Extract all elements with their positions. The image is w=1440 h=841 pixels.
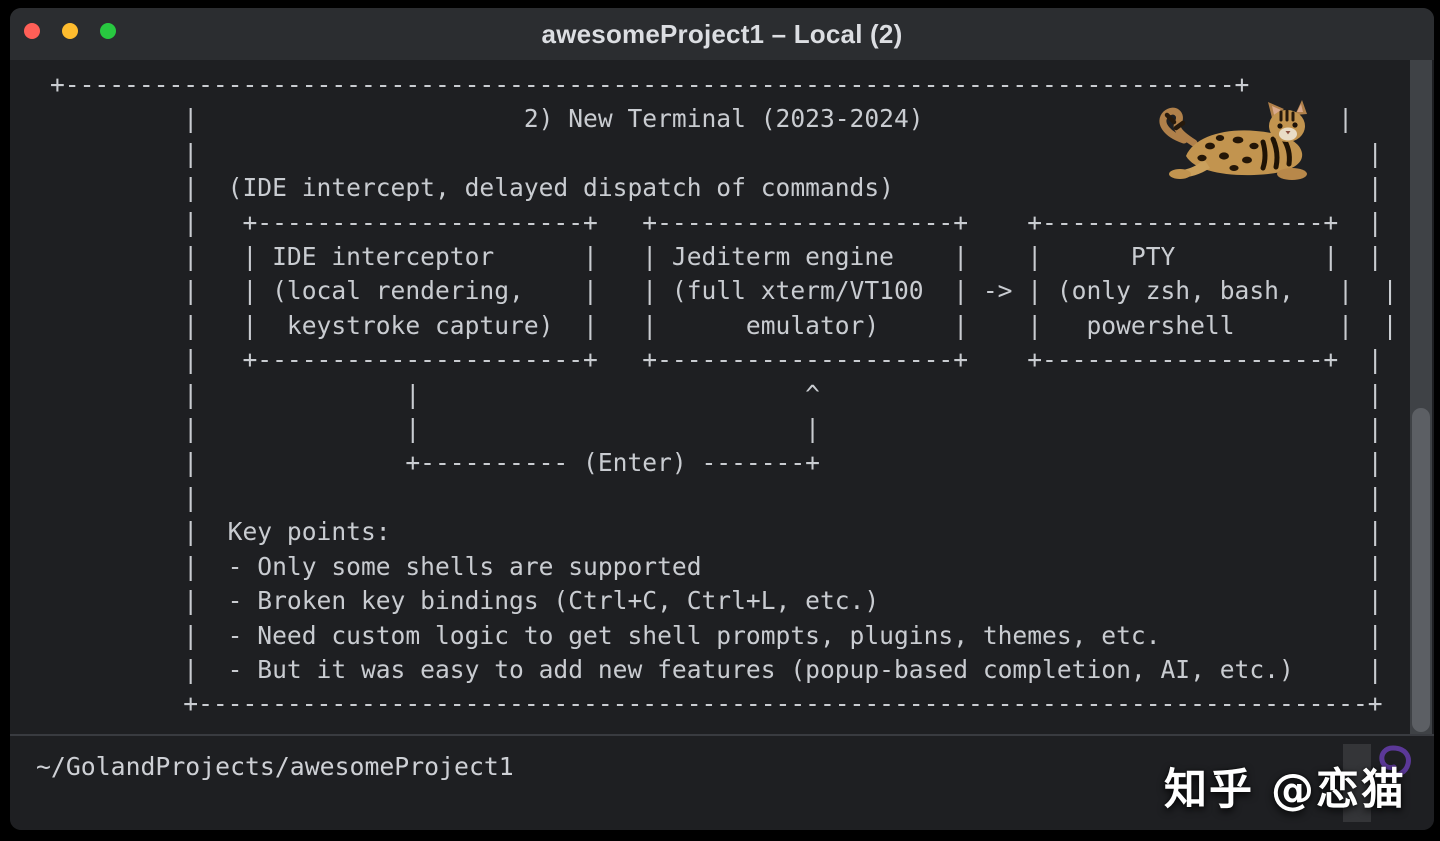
working-directory: ~/GolandProjects/awesomeProject1 <box>36 752 514 781</box>
close-button[interactable] <box>24 23 40 39</box>
status-bar: ~/GolandProjects/awesomeProject1 <box>10 736 1434 830</box>
titlebar[interactable]: awesomeProject1 – Local (2) <box>10 8 1434 60</box>
cat-image <box>1159 100 1307 180</box>
scrollbar-track[interactable] <box>1410 60 1432 734</box>
terminal-content[interactable]: +---------------------------------------… <box>10 60 1434 736</box>
ascii-art: +---------------------------------------… <box>50 70 1398 719</box>
terminal-window: awesomeProject1 – Local (2) +-----------… <box>10 8 1434 830</box>
watermark-highlight-bar <box>1343 744 1371 822</box>
purple-logo-icon <box>1379 745 1411 778</box>
window-title: awesomeProject1 – Local (2) <box>541 19 903 49</box>
minimize-button[interactable] <box>62 23 78 39</box>
watermark: 知乎 @恋猫 <box>1164 765 1406 815</box>
scrollbar-thumb[interactable] <box>1412 408 1430 732</box>
zoom-button[interactable] <box>100 23 116 39</box>
